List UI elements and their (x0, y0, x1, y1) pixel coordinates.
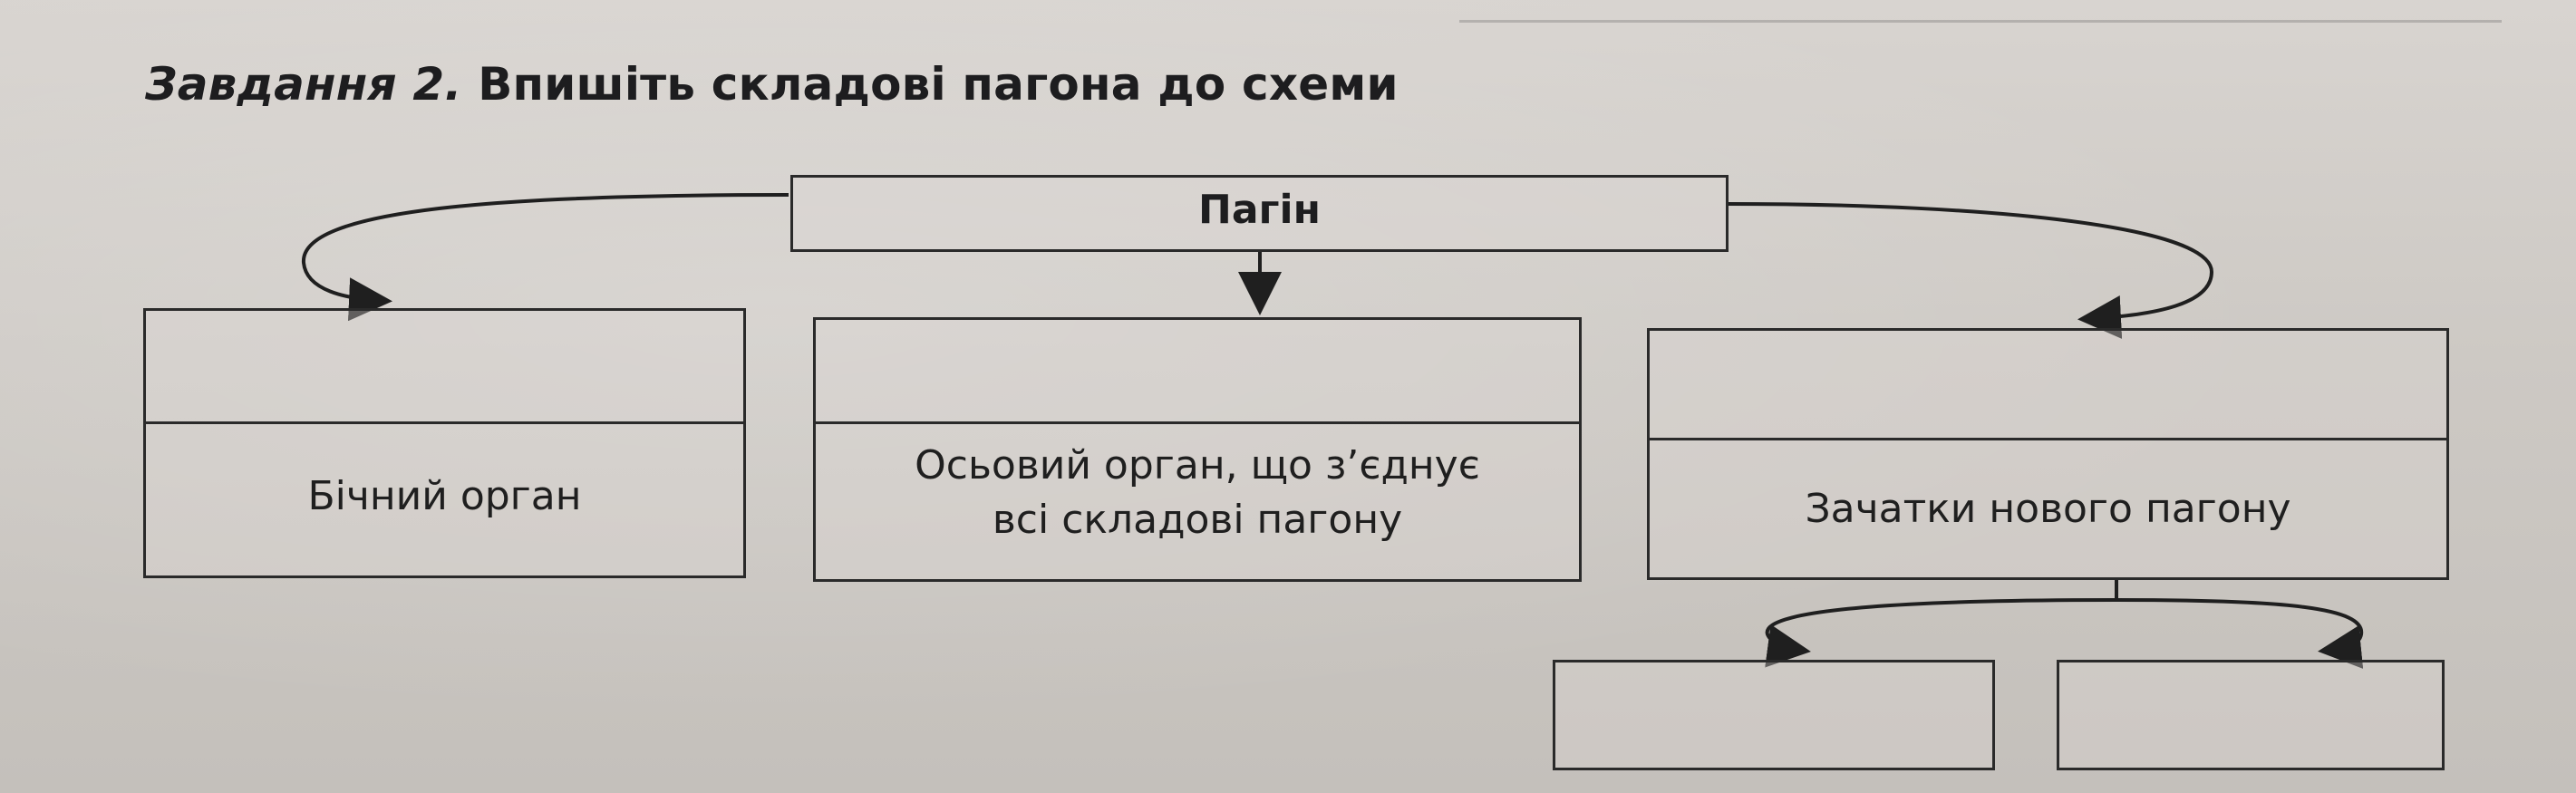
axial-organ-label-line1: Осьовий орган, що з’єднує (915, 442, 1480, 488)
new-shoot-label: Зачатки нового пагону (1805, 486, 2291, 532)
connector-branch-right (2116, 598, 2364, 669)
axial-organ-label-line2: всі складові пагону (992, 497, 1403, 543)
connector-root-to-right (1726, 202, 2214, 339)
task-instruction: Впишіть складові пагона до схеми (478, 58, 1399, 111)
child-box-axial-organ: Осьовий орган, що з’єднує всі складові п… (813, 317, 1582, 582)
child-box-divider (1650, 438, 2446, 440)
root-box: Пагін (790, 175, 1729, 252)
decorative-rule-top (1459, 20, 2502, 23)
lateral-organ-label: Бічний орган (307, 473, 582, 519)
empty-answer-box-left[interactable] (1553, 660, 1995, 770)
connector-root-to-left (301, 193, 789, 322)
child-box-new-shoot: Зачатки нового пагону (1647, 328, 2449, 580)
root-label: Пагін (1198, 187, 1321, 233)
child-box-divider (146, 421, 743, 424)
task-heading: Завдання 2. Впишіть складові пагона до с… (145, 58, 1399, 111)
task-number: Завдання 2. (145, 58, 462, 111)
connector-branch-left (1765, 598, 2117, 668)
empty-answer-box-right[interactable] (2057, 660, 2445, 770)
child-box-lateral-organ: Бічний орган (143, 308, 746, 578)
child-box-divider (816, 421, 1579, 424)
